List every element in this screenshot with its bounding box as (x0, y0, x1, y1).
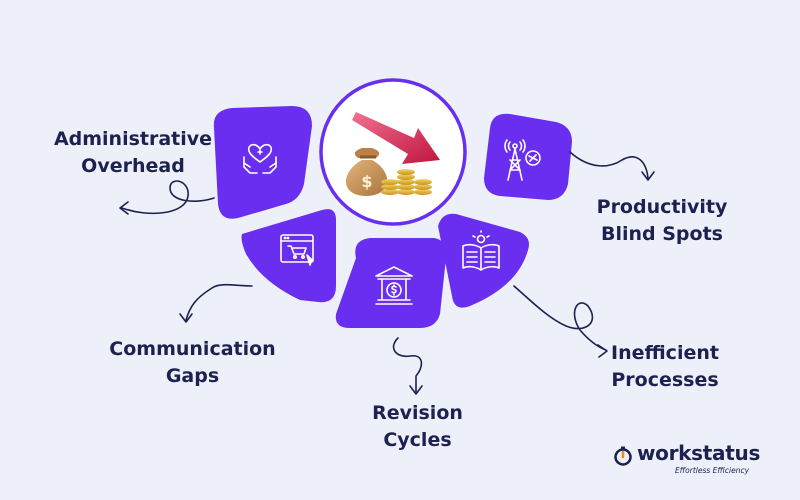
stopwatch-icon (614, 446, 632, 466)
open-book-idea-icon (462, 230, 500, 271)
label-line: Processes (611, 369, 719, 391)
label-revision-cycles: Revision Cycles (355, 400, 480, 454)
label-line: Gaps (165, 365, 220, 387)
label-productivity-blind-spots: Productivity Blind Spots (582, 194, 742, 248)
arrowhead-administrative-overhead (119, 201, 129, 215)
bank-dollar-icon (375, 266, 413, 305)
signal-tower-icon (504, 139, 541, 181)
label-line: Overhead (81, 155, 185, 177)
arrowhead-communication-gaps (179, 313, 193, 323)
connector-communication-gaps (185, 283, 253, 321)
center-circle: $ (319, 78, 467, 226)
label-line: Revision (372, 402, 463, 424)
browser-cart-icon (280, 234, 314, 266)
arrowhead-revision-cycles (409, 385, 423, 395)
label-administrative-overhead: Administrative Overhead (28, 126, 238, 180)
label-line: Productivity (596, 196, 728, 218)
label-line: Communication (109, 338, 276, 360)
segment-revision-cycles (335, 238, 447, 328)
label-line: Cycles (383, 429, 452, 451)
connector-administrative-overhead (121, 180, 215, 215)
label-inefficient-processes: Inefficient Processes (590, 340, 740, 394)
segment-inefficient-processes (438, 213, 529, 308)
svg-text:$: $ (361, 172, 372, 191)
brand-logo: workstatus Effortless Efficiency (613, 441, 793, 480)
label-communication-gaps: Communication Gaps (95, 336, 290, 390)
segment-productivity-blind-spots (484, 113, 572, 200)
segment-communication-gaps (241, 209, 336, 303)
label-line: Administrative (53, 128, 213, 150)
label-line: Blind Spots (601, 223, 723, 245)
money-bag-falling-arrow-icon: $ (345, 112, 440, 196)
brand-name: workstatus (637, 441, 761, 465)
arrowhead-inefficient-processes (597, 344, 608, 358)
label-line: Inefficient (611, 342, 719, 364)
brand-tagline: Effortless Efficiency (675, 466, 750, 475)
connector-revision-cycles (392, 337, 423, 393)
connector-productivity-blind-spots (569, 151, 649, 179)
heart-care-hands-icon (243, 143, 277, 174)
segment-administrative-overhead (213, 106, 312, 219)
arrowhead-productivity-blind-spots (641, 171, 655, 181)
connector-inefficient-processes (513, 285, 607, 351)
